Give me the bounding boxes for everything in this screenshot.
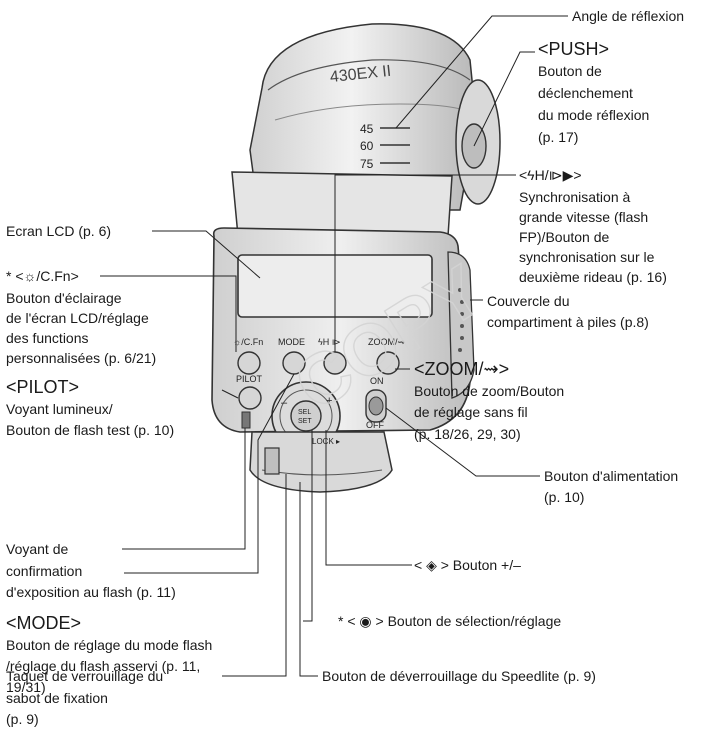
callout-foot-lock-3: (p. 9) [6, 711, 39, 727]
callout-mode-desc-3: 19/31) [6, 679, 46, 695]
dial-minus-label: – [281, 397, 288, 409]
flash-head [249, 23, 501, 211]
callout-push-desc-4: (p. 17) [538, 129, 579, 145]
callout-light-desc-1: Bouton d'éclairage [6, 290, 122, 306]
bounce-angle-scale [380, 127, 410, 164]
callout-mode-desc-1: Bouton de réglage du mode flash [6, 637, 213, 653]
callout-push-desc-2: déclenchement [538, 85, 633, 101]
dial-plus-label: + [326, 395, 332, 407]
callout-zoom-title: <ZOOM/⇝> [414, 359, 510, 379]
callout-push-desc-1: Bouton de [538, 63, 602, 79]
sel-label: SEL [298, 409, 311, 416]
callout-light-desc-3: des functions [6, 330, 89, 346]
sel-set-button[interactable] [290, 400, 322, 432]
callout-mode-title: <MODE> [6, 613, 82, 633]
leader-lines [100, 15, 568, 677]
callout-push-desc-3: du mode réflexion [538, 107, 650, 123]
callout-light-desc-4: personnalisées (p. 6/21) [6, 350, 157, 366]
callout-confirm-3: d'exposition au flash (p. 11) [6, 584, 176, 600]
callout-power-2: (p. 10) [544, 489, 585, 505]
power-switch-off-caption: OFF [366, 420, 384, 430]
callout-power-1: Bouton d'alimentation [544, 468, 679, 484]
light-cfn-button[interactable] [237, 351, 261, 375]
callout-push-title: <PUSH> [538, 39, 610, 59]
set-label: SET [298, 418, 312, 425]
callout-light-title: * <☼/C.Fn> [6, 268, 79, 284]
callout-hs-desc-3: FP)/Bouton de [519, 229, 610, 245]
callout-confirm-2: confirmation [6, 563, 83, 579]
callout-foot-lock-2: sabot de fixation [6, 690, 108, 706]
callout-bounce-angle: Angle de réflexion [572, 8, 685, 24]
callout-select: * < ◉ > Bouton de sélection/réglage [338, 613, 562, 629]
zoom-wireless-button[interactable] [376, 351, 400, 375]
bounce-angle-75: 75 [360, 157, 374, 171]
callout-battery-2: compartiment à piles (p.8) [487, 314, 649, 330]
model-lettering: 430EX II [329, 63, 392, 86]
callout-hs-desc-2: grande vitesse (flash [519, 209, 649, 225]
pilot-button-caption: PILOT [236, 374, 263, 384]
callout-zoom-desc-1: Bouton de zoom/Bouton [414, 383, 565, 399]
battery-cover-grip [458, 288, 464, 352]
callout-zoom-desc-2: de réglage sans fil [414, 404, 528, 420]
callout-zoom-desc-3: (p. 18/26, 29, 30) [414, 426, 521, 442]
light-button-caption: ☼/C.Fn [233, 337, 263, 347]
callout-pilot-title: <PILOT> [6, 377, 80, 397]
callout-confirm-1: Voyant de [6, 541, 69, 557]
callout-pilot-desc-1: Voyant lumineux/ [6, 401, 113, 417]
bounce-angle-45: 45 [360, 122, 374, 136]
callout-pilot-desc-2: Bouton de flash test (p. 10) [6, 422, 175, 438]
callout-light-desc-2: de l'écran LCD/réglage [6, 310, 149, 326]
bounce-angle-60: 60 [360, 139, 374, 153]
pilot-test-button[interactable] [238, 386, 262, 410]
callout-hs-desc-5: deuxième rideau (p. 16) [519, 269, 667, 285]
callout-dial: < ◈ > Bouton +/– [414, 557, 521, 573]
callout-release: Bouton de déverrouillage du Speedlite (p… [322, 668, 596, 684]
power-switch-on-caption: ON [370, 376, 384, 386]
callout-lcd: Ecran LCD (p. 6) [6, 223, 112, 239]
flash-tube-front [231, 171, 453, 237]
zoom-button-caption: ZOOM/⇝ [368, 337, 405, 347]
high-speed-button-caption: ϟH ⧐ [318, 337, 341, 347]
callout-battery-1: Couvercle du [487, 293, 570, 309]
mode-button-caption: MODE [278, 337, 305, 347]
callout-hs-title: <ϟH/⧐▶> [519, 167, 582, 183]
lock-lever[interactable] [264, 447, 280, 475]
callout-hs-desc-1: Synchronisation à [519, 189, 631, 205]
callout-hs-desc-4: synchronisation sur le [519, 249, 655, 265]
callout-mode-desc-2: /réglage du flash asservi (p. 11, [6, 658, 201, 674]
flash-exposure-confirm-lamp [241, 411, 251, 429]
callout-foot-lock-1: Taquet de verrouillage du [6, 668, 164, 684]
